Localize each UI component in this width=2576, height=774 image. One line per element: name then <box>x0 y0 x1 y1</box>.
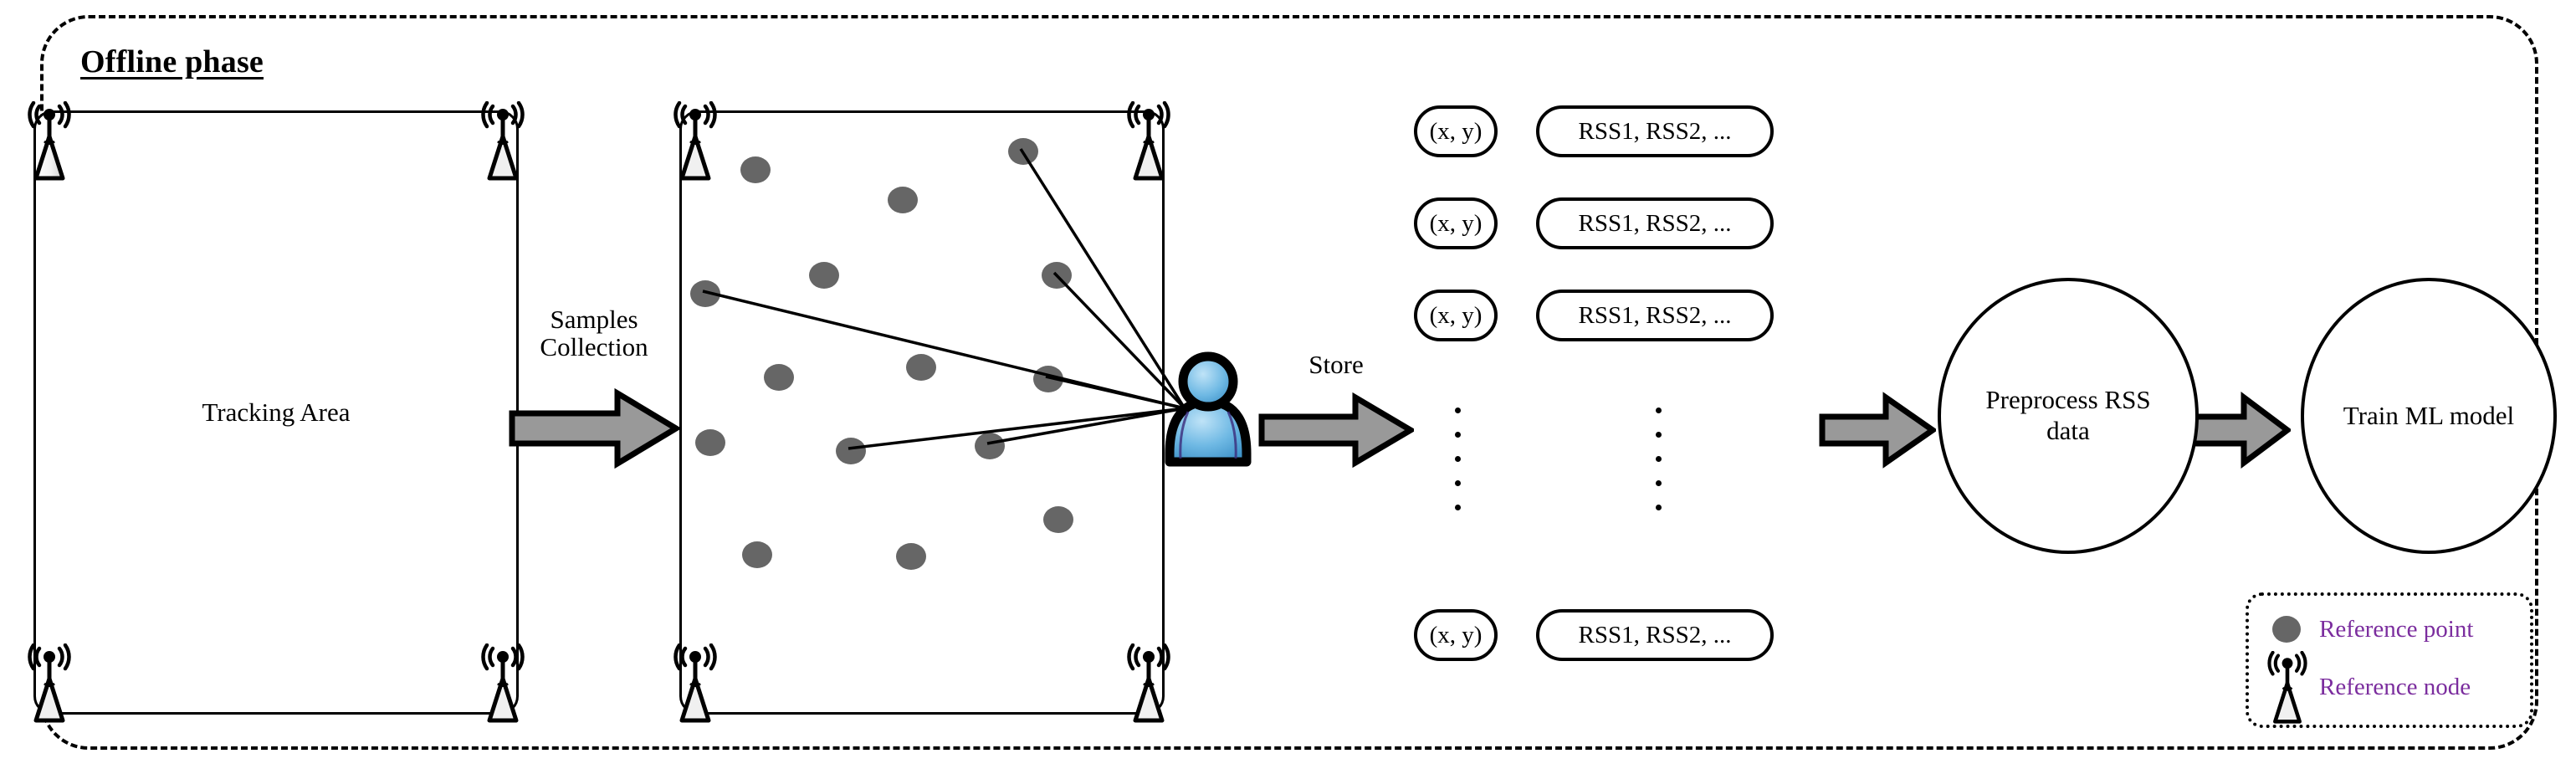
reference-point-icon <box>2272 616 2301 643</box>
preprocess-rss-data-node: Preprocess RSS data <box>1938 278 2199 554</box>
reference-point <box>695 429 725 456</box>
ellipsis-dot <box>1655 505 1662 510</box>
tracking-area-label: Tracking Area <box>202 397 351 427</box>
train-label: Train ML model <box>2343 400 2515 430</box>
samples-collection-caption: Samples Collection <box>509 305 679 361</box>
train-arrow <box>2182 392 2291 469</box>
rss-column-ellipsis <box>1652 408 1664 529</box>
radio-map-coordinate-pill: (x, y) <box>1414 197 1498 249</box>
reference-point-swatch <box>2262 604 2312 654</box>
reference-node-icon <box>1125 643 1172 724</box>
legend-item-reference-node: Reference node <box>2262 651 2471 724</box>
ellipsis-dot <box>1454 480 1461 486</box>
preprocess-label-line2: data <box>2046 416 2090 445</box>
sample-collection-area-box <box>673 101 1170 723</box>
reference-point <box>906 354 936 381</box>
train-ml-model-node: Train ML model <box>2301 278 2557 554</box>
radio-map-rss-pill: RSS1, RSS2, ... <box>1536 290 1774 341</box>
reference-point <box>896 543 926 570</box>
tracking-area-box: Tracking Area <box>28 101 525 723</box>
reference-point <box>888 187 918 213</box>
ellipsis-dot <box>1655 456 1662 462</box>
signal-link-line <box>848 407 1186 450</box>
store-caption: Store <box>1308 350 1364 379</box>
radio-map-coordinate-pill: (x, y) <box>1414 609 1498 661</box>
ellipsis-dot <box>1655 408 1662 413</box>
signal-link-line <box>986 407 1186 445</box>
signal-link-lines <box>702 148 1186 450</box>
reference-point <box>742 541 772 568</box>
reference-node-icon <box>1125 101 1172 182</box>
reference-node-icon <box>479 101 526 182</box>
signal-link-line <box>702 290 1186 410</box>
reference-node-icon <box>2266 651 2309 725</box>
legend: Reference point Reference node <box>2246 592 2533 728</box>
ellipsis-dot <box>1454 456 1461 462</box>
preprocess-arrow <box>1819 392 1936 469</box>
ellipsis-dot <box>1655 480 1662 486</box>
radio-map-rss-pill: RSS1, RSS2, ... <box>1536 197 1774 249</box>
store-arrow <box>1258 392 1414 469</box>
radio-map-coordinate-pill: (x, y) <box>1414 290 1498 341</box>
reference-point <box>975 433 1005 459</box>
samples-collection-caption-line2: Collection <box>540 331 648 361</box>
ellipsis-dot <box>1454 408 1461 413</box>
ellipsis-dot <box>1655 432 1662 438</box>
samples-collection-caption-line1: Samples <box>550 305 638 334</box>
reference-node-icon <box>26 643 73 724</box>
legend-label-reference-point: Reference point <box>2319 615 2474 643</box>
xy-column-ellipsis <box>1452 408 1463 529</box>
reference-node-icon <box>26 101 73 182</box>
reference-node-icon <box>672 101 719 182</box>
reference-point <box>740 156 771 183</box>
reference-node-icon <box>672 643 719 724</box>
legend-label-reference-node: Reference node <box>2319 673 2471 700</box>
reference-point <box>809 262 839 289</box>
reference-point <box>836 438 866 464</box>
page-title: Offline phase <box>80 44 264 79</box>
signal-link-line <box>1052 271 1186 410</box>
radio-map-coordinate-pill: (x, y) <box>1414 105 1498 157</box>
preprocess-label-line1: Preprocess RSS <box>1985 385 2151 415</box>
samples-collection-arrow <box>509 387 679 470</box>
radio-map-rss-pill: RSS1, RSS2, ... <box>1536 105 1774 157</box>
signal-link-line <box>1019 148 1186 409</box>
ellipsis-dot <box>1454 505 1461 510</box>
radio-map-rss-pill: RSS1, RSS2, ... <box>1536 609 1774 661</box>
reference-node-icon <box>479 643 526 724</box>
reference-node-swatch <box>2262 651 2312 724</box>
reference-point <box>764 364 794 391</box>
reference-point <box>1043 506 1073 533</box>
person-icon <box>1165 350 1252 467</box>
legend-item-reference-point: Reference point <box>2262 604 2473 654</box>
ellipsis-dot <box>1454 432 1461 438</box>
